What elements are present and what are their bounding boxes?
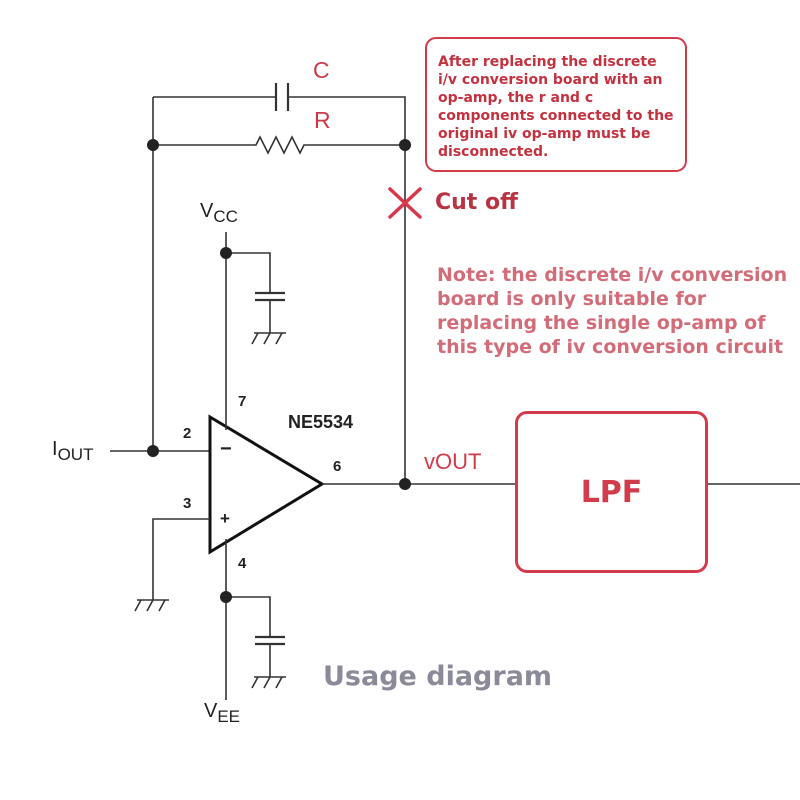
opamp-name: NE5534	[288, 412, 354, 432]
lpf-label: LPF	[580, 474, 643, 510]
junction-dot	[399, 139, 411, 151]
vout-label: vOUT	[424, 449, 482, 474]
warning-note-box: After replacing the discrete i/v convers…	[425, 37, 687, 172]
ground-noninverting	[134, 599, 169, 612]
opamp-triangle	[208, 414, 325, 555]
vcc-decoupling-wire	[226, 252, 271, 293]
cut-off-label: Cut off	[435, 190, 518, 215]
pin-vplus: 7	[238, 393, 247, 410]
vee-decoupling-wire	[226, 596, 271, 637]
junction-dot	[147, 139, 159, 151]
pin-vminus: 4	[238, 555, 247, 572]
ground-vcc	[251, 332, 286, 345]
plus-sign: +	[220, 509, 230, 528]
junction-dot	[399, 478, 411, 490]
junction-dot	[147, 445, 159, 457]
noninverting-wire	[152, 518, 210, 600]
iout-label: IOUT	[52, 438, 94, 464]
minus-sign: −	[220, 438, 232, 460]
junction-dot	[220, 591, 232, 603]
usage-note: Note: the discrete i/v conversion board …	[437, 264, 788, 358]
pin-output: 6	[333, 458, 342, 475]
vcc-label: VCC	[200, 200, 238, 226]
usage-diagram-caption: Usage diagram	[323, 661, 553, 692]
feedback-resistor-wire	[153, 135, 405, 155]
vee-label: VEE	[204, 700, 241, 726]
ground-vee	[251, 676, 286, 689]
capacitor-label: C	[313, 57, 330, 83]
feedback-capacitor-wire	[153, 96, 406, 145]
pin-inverting: 2	[183, 425, 192, 442]
junction-dot	[220, 247, 232, 259]
lpf-block: LPF	[515, 411, 708, 573]
pin-noninverting: 3	[183, 495, 192, 512]
resistor-label: R	[314, 107, 331, 133]
cut-off-cross-icon	[388, 187, 422, 219]
